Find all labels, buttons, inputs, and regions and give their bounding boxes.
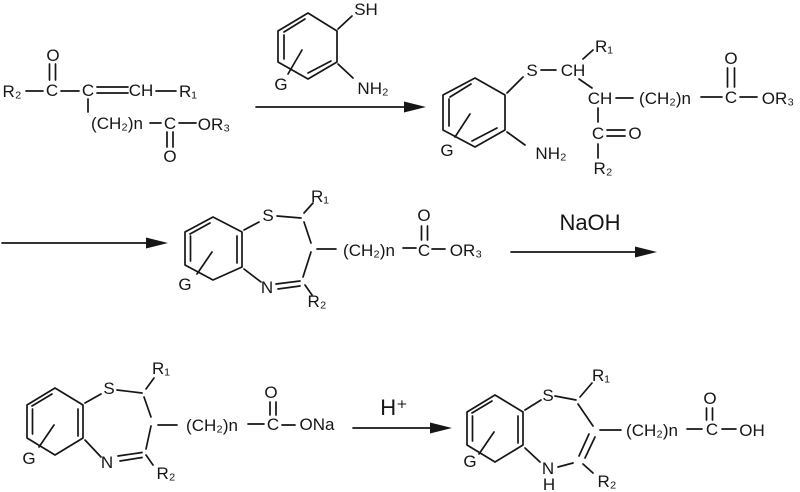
reaction-arrow-step1 (255, 101, 426, 113)
benzene-ring (277, 12, 338, 80)
group-r2: R₂ (594, 159, 613, 178)
bond-lines (448, 49, 758, 159)
atom-c-acid: C (706, 420, 718, 439)
atom-c-ester: C (418, 241, 430, 260)
group-ch2n-chain: (CH₂)n (186, 416, 238, 435)
atom-c-keto: C (592, 124, 604, 143)
group-sh: SH (354, 0, 378, 19)
atom-ch-vinyl: CH (129, 81, 154, 100)
group-r2: R₂ (157, 464, 176, 483)
atom-o-ester: O (417, 206, 430, 225)
structure-enone-ester: O R₂ C C CH R₁ (CH₂)n C OR₃ O (3, 46, 231, 166)
atom-s: S (542, 386, 553, 405)
atom-n: N (542, 459, 554, 478)
atom-o-acid: O (703, 389, 716, 408)
benzene-ring (442, 77, 506, 148)
group-g: G (274, 75, 287, 94)
group-ch2n-chain: (CH₂)n (639, 89, 691, 108)
bond-lines (471, 382, 737, 474)
condition-naoh: NaOH (559, 210, 620, 235)
benzene-ring (466, 394, 524, 463)
arrowhead (430, 422, 452, 434)
atom-ch2: CH (588, 89, 613, 108)
bond-lines (189, 202, 446, 296)
bond-lines (31, 377, 296, 466)
atom-s: S (262, 206, 273, 225)
group-r1: R₁ (595, 37, 613, 56)
atom-o-ester: O (724, 49, 737, 68)
group-r2: R₂ (598, 472, 617, 491)
arrowhead (146, 237, 168, 249)
group-ona: ONa (300, 415, 336, 434)
group-r2: R₂ (308, 292, 327, 311)
group-or3: OR₃ (450, 241, 482, 260)
structure-benzothiazepine-acid: G S N H R₁ R₂ (CH₂)n C OH O (463, 366, 764, 492)
benzene-ring (26, 387, 84, 456)
reaction-arrow-step4: H⁺ (352, 395, 452, 434)
reaction-arrow-step3: NaOH (510, 210, 657, 258)
atom-o-keto: O (628, 124, 641, 143)
benzene-ring (184, 216, 243, 281)
group-ch2n-chain: (CH₂)n (91, 114, 143, 133)
group-nh2: NH₂ (535, 144, 566, 163)
group-r1: R₁ (179, 82, 197, 101)
atom-c-ester: C (164, 114, 176, 133)
bond-lines (25, 63, 197, 148)
group-or3: OR₃ (198, 115, 230, 134)
atom-ch1: CH (561, 61, 586, 80)
group-r1: R₁ (592, 366, 610, 385)
group-nh2: NH₂ (357, 79, 388, 98)
group-or3: OR₃ (762, 89, 794, 108)
atom-c-ester: C (725, 88, 737, 107)
atom-n: N (101, 453, 113, 472)
structure-benzothiazepine-ester: G S N R₁ R₂ (CH₂)n C OR₃ O (178, 187, 482, 311)
atom-o-carbonyl: O (46, 46, 59, 65)
group-r1: R₁ (152, 359, 170, 378)
group-ch2n-chain: (CH₂)n (626, 421, 678, 440)
condition-h-plus: H⁺ (380, 395, 408, 420)
arrowhead (635, 246, 657, 258)
group-r1: R₁ (311, 187, 329, 206)
group-ch2n-chain: (CH₂)n (343, 241, 395, 260)
atom-c-carboxylate: C (267, 415, 279, 434)
group-g: G (440, 141, 453, 160)
group-g: G (463, 452, 476, 471)
arrowhead (404, 101, 426, 113)
atom-o-ester: O (163, 147, 176, 166)
reaction-arrow-step2 (1, 237, 168, 249)
bond-lines (283, 15, 354, 79)
structure-benzothiazepine-sodium-salt: G S N R₁ R₂ (CH₂)n C ONa O (22, 359, 335, 483)
structure-michael-adduct: G NH₂ S CH R₁ CH (CH₂)n C OR₃ O C O R₂ (440, 37, 794, 178)
atom-n: N (261, 278, 273, 297)
atom-s: S (526, 61, 537, 80)
atom-nh-hydrogen: H (543, 475, 555, 492)
group-g: G (22, 449, 35, 468)
group-r2: R₂ (3, 82, 22, 101)
atom-s: S (103, 379, 114, 398)
atom-c-alpha: C (82, 81, 94, 100)
group-g: G (178, 275, 191, 294)
group-oh: OH (739, 421, 765, 440)
atom-o-carboxylate: O (264, 383, 277, 402)
structure-aminothiophenol: SH NH₂ G (274, 0, 388, 98)
atom-c-carbonyl: C (46, 81, 58, 100)
